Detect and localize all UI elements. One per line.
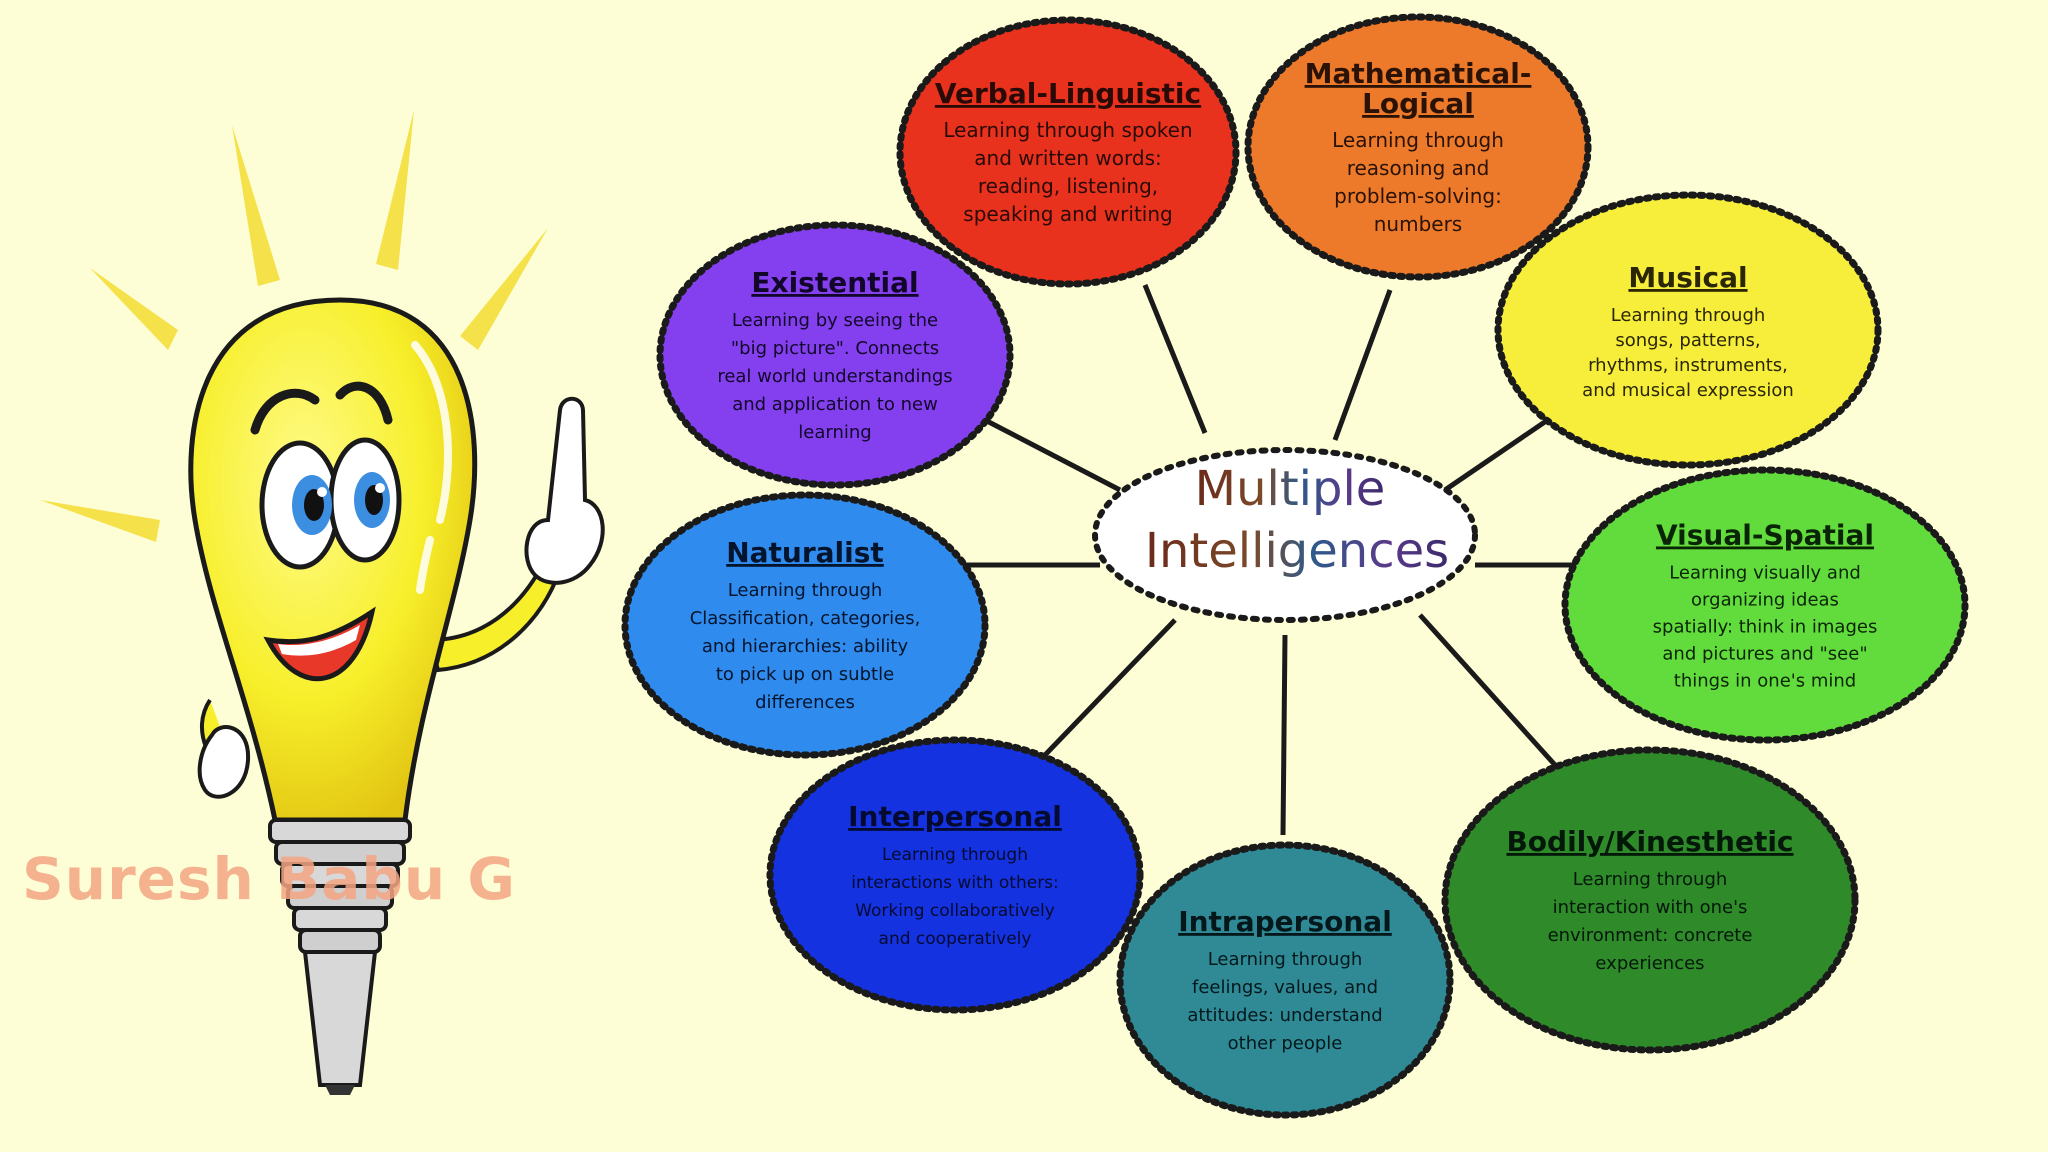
- connector-inter: [1043, 618, 1177, 757]
- node-desc-line: organizing ideas: [1691, 590, 1839, 611]
- node-bubble-bodily: [1441, 746, 1859, 1054]
- node-desc-line: Learning through: [882, 845, 1028, 865]
- connector-math: [1332, 289, 1393, 441]
- node-desc-line: feelings, values, and: [1192, 977, 1378, 998]
- node-bubble-naturalist: [621, 491, 989, 759]
- lightbulb-mascot-icon: [40, 110, 605, 1095]
- node-bubble-existential: [656, 221, 1014, 489]
- node-desc-line: Learning visually and: [1669, 563, 1861, 584]
- node-title-musical: Musical: [1628, 261, 1747, 294]
- node-desc-line: and hierarchies: ability: [702, 636, 909, 657]
- node-bubble-visual: [1561, 466, 1969, 744]
- node-desc-line: Learning through spoken: [943, 118, 1192, 142]
- light-rays-icon: [40, 110, 548, 542]
- node-desc-line: to pick up on subtle: [716, 664, 894, 685]
- node-desc-line: Learning through: [1208, 949, 1363, 970]
- node-desc-line: environment: concrete: [1548, 925, 1753, 946]
- center-node: Multiple Intelligences: [1092, 447, 1478, 623]
- node-desc-line: other people: [1228, 1033, 1343, 1054]
- node-desc-line: reasoning and: [1347, 156, 1490, 180]
- node-desc-line: and application to new: [732, 394, 938, 415]
- node-desc-line: Working collaboratively: [855, 901, 1055, 921]
- connector-verbal: [1142, 284, 1208, 434]
- node-title-intra: Intrapersonal: [1178, 905, 1392, 938]
- node-desc-line: real world understandings: [717, 366, 952, 387]
- node-desc-line: Learning through: [728, 580, 883, 601]
- node-bubble-intra: [1116, 841, 1454, 1119]
- node-title-existential: Existential: [751, 266, 918, 299]
- node-desc-line: differences: [755, 692, 855, 713]
- node-desc-line: numbers: [1374, 212, 1462, 236]
- node-desc-line: rhythms, instruments,: [1588, 355, 1788, 376]
- node-title-math: Mathematical-: [1305, 57, 1532, 90]
- node-desc-line: "big picture". Connects: [731, 338, 939, 359]
- node-desc-line: Learning by seeing the: [732, 310, 938, 331]
- node-title-inter: Interpersonal: [848, 800, 1062, 833]
- node-desc-line: speaking and writing: [963, 202, 1172, 226]
- node-desc-line: reading, listening,: [978, 174, 1158, 198]
- connector-existential: [983, 417, 1122, 493]
- node-desc-line: attitudes: understand: [1187, 1005, 1382, 1026]
- node-desc-line: Learning through: [1573, 869, 1728, 890]
- node-title-visual: Visual-Spatial: [1656, 519, 1874, 552]
- center-title-line1: Multiple: [1195, 461, 1386, 517]
- node-title-bodily: Bodily/Kinesthetic: [1506, 825, 1793, 858]
- connector-musical: [1443, 412, 1557, 493]
- node-desc-line: Learning through: [1611, 305, 1766, 326]
- connector-intra: [1280, 634, 1288, 836]
- node-title-verbal: Verbal-Linguistic: [935, 77, 1201, 110]
- node-desc-line: things in one's mind: [1674, 671, 1856, 692]
- node-desc-line: and cooperatively: [879, 929, 1032, 949]
- node-bubble-inter: [766, 736, 1144, 1014]
- node-desc-line: and pictures and "see": [1662, 644, 1867, 665]
- connector-lines: [960, 284, 1580, 836]
- node-desc-line: experiences: [1595, 953, 1704, 974]
- node-bubble-musical: [1494, 191, 1882, 469]
- node-desc-line: interaction with one's: [1553, 897, 1748, 918]
- node-desc-line: and written words:: [974, 146, 1161, 170]
- node-title-math: Logical: [1362, 87, 1474, 120]
- node-desc-line: interactions with others:: [851, 873, 1059, 893]
- author-watermark: Suresh Babu G: [22, 845, 516, 913]
- node-desc-line: Learning through: [1332, 128, 1504, 152]
- node-desc-line: learning: [798, 422, 871, 443]
- center-title-line2: Intelligences: [1145, 523, 1449, 579]
- node-desc-line: problem-solving:: [1334, 184, 1502, 208]
- node-bubble-math: [1244, 13, 1592, 281]
- node-bubble-verbal: [896, 16, 1240, 288]
- node-desc-line: Classification, categories,: [690, 608, 921, 629]
- node-title-naturalist: Naturalist: [726, 536, 884, 569]
- connector-bodily: [1418, 613, 1557, 767]
- node-desc-line: and musical expression: [1582, 380, 1794, 401]
- node-desc-line: songs, patterns,: [1615, 330, 1760, 351]
- node-desc-line: spatially: think in images: [1653, 617, 1878, 638]
